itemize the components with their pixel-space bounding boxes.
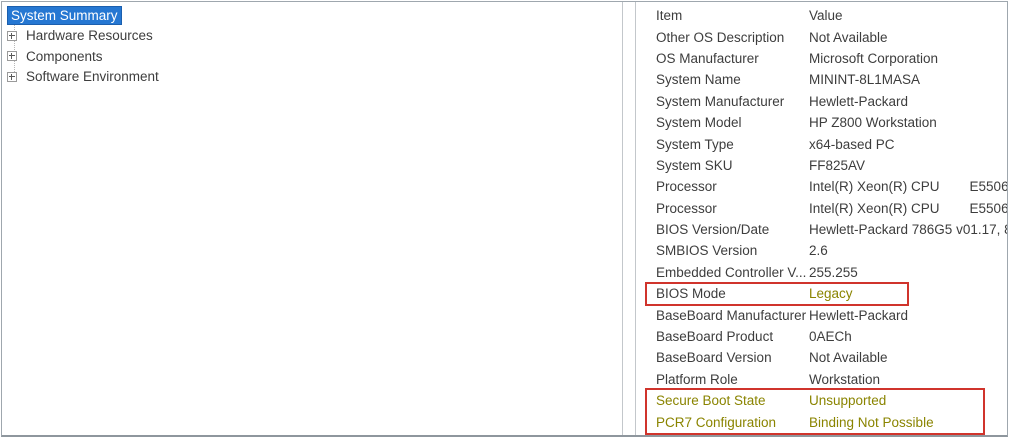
table-row-pcr7-configuration[interactable]: PCR7 Configuration Binding Not Possible [636, 411, 1007, 432]
table-row-system-type[interactable]: System Type x64-based PC [636, 133, 1007, 154]
category-tree-pane: System Summary Hardware Resources Compon… [2, 2, 623, 435]
row-value-cell: Hewlett-Packard 786G5 v01.17, 8/ [809, 222, 1008, 238]
tree-item-software-environment[interactable]: Software Environment [2, 67, 622, 88]
table-row-baseboard-product[interactable]: BaseBoard Product 0AECh [636, 326, 1007, 347]
tree-item-label: Software Environment [26, 69, 159, 85]
table-row-baseboard-manufacturer[interactable]: BaseBoard Manufacturer Hewlett-Packard [636, 304, 1007, 325]
tree-item-system-summary[interactable]: System Summary [2, 5, 622, 26]
table-row-secure-boot-state[interactable]: Secure Boot State Unsupported [636, 390, 1007, 411]
row-item-cell: Secure Boot State [656, 393, 766, 409]
details-pane: Item Value Other OS Description Not Avai… [635, 2, 1008, 435]
expand-plus-icon[interactable] [7, 51, 17, 62]
row-item-cell: BaseBoard Product [656, 329, 774, 345]
expand-plus-icon[interactable] [7, 30, 17, 41]
row-value-cell: FF825AV [809, 157, 866, 173]
row-value-cell: Intel(R) Xeon(R) CPU E5506 [809, 200, 1008, 216]
tree-item-label: Hardware Resources [26, 28, 153, 44]
row-item-cell: System Type [656, 136, 734, 152]
row-item-cell: BIOS Mode [656, 286, 726, 302]
row-item-cell: System Name [656, 72, 741, 88]
row-value-cell: Workstation [809, 371, 881, 387]
table-row-processor[interactable]: Processor Intel(R) Xeon(R) CPU E5506 [636, 176, 1008, 197]
row-value-cell: Unsupported [809, 393, 887, 409]
details-table: Item Value Other OS Description Not Avai… [636, 2, 1008, 433]
row-item-cell: BaseBoard Manufacturer [656, 307, 807, 323]
table-row-other-os-description[interactable]: Other OS Description Not Available [636, 26, 1007, 47]
table-row-embedded-controller-v[interactable]: Embedded Controller V... 255.255 [636, 262, 1007, 283]
row-item-cell: Embedded Controller V... [656, 264, 807, 280]
table-row-system-manufacturer[interactable]: System Manufacturer Hewlett-Packard [636, 91, 1007, 112]
row-value-cell: Intel(R) Xeon(R) CPU E5506 [809, 179, 1008, 195]
column-header-value[interactable]: Value [809, 8, 843, 24]
table-row-smbios-version[interactable]: SMBIOS Version 2.6 [636, 240, 1007, 261]
row-item-cell: BIOS Version/Date [656, 222, 770, 238]
row-item-cell: System SKU [656, 157, 733, 173]
table-header-row: Item Value [636, 5, 1007, 26]
row-item-cell: OS Manufacturer [656, 50, 759, 66]
row-value-cell: Binding Not Possible [809, 414, 934, 430]
row-value-cell: 255.255 [809, 264, 858, 280]
row-value-cell: HP Z800 Workstation [809, 115, 937, 131]
row-value-cell: Hewlett-Packard [809, 93, 909, 109]
row-value-cell: 0AECh [809, 329, 852, 345]
tree-item-components[interactable]: Components [2, 46, 622, 67]
table-row-bios-mode[interactable]: BIOS Mode Legacy [636, 283, 1007, 304]
row-value-cell: 2.6 [809, 243, 828, 259]
row-value-cell: Legacy [809, 286, 853, 302]
table-row-system-name[interactable]: System Name MININT-8L1MASA [636, 69, 1007, 90]
tree-item-label: System Summary [7, 5, 122, 25]
row-value-cell: Not Available [809, 29, 888, 45]
row-value-cell: MININT-8L1MASA [809, 72, 921, 88]
table-row-baseboard-version[interactable]: BaseBoard Version Not Available [636, 347, 1007, 368]
table-row-processor[interactable]: Processor Intel(R) Xeon(R) CPU E5506 [636, 198, 1008, 219]
category-tree: System Summary Hardware Resources Compon… [2, 2, 622, 87]
table-row-os-manufacturer[interactable]: OS Manufacturer Microsoft Corporation [636, 48, 1007, 69]
table-row-platform-role[interactable]: Platform Role Workstation [636, 369, 1007, 390]
row-item-cell: Processor [656, 200, 717, 216]
tree-item-label: Components [26, 48, 103, 64]
tree-item-hardware-resources[interactable]: Hardware Resources [2, 26, 622, 47]
row-value-cell: Microsoft Corporation [809, 50, 939, 66]
row-value-cell: x64-based PC [809, 136, 895, 152]
expand-plus-icon[interactable] [7, 71, 17, 82]
row-item-cell: PCR7 Configuration [656, 414, 777, 430]
table-row-bios-version-date[interactable]: BIOS Version/Date Hewlett-Packard 786G5 … [636, 219, 1008, 240]
column-header-item[interactable]: Item [656, 8, 683, 24]
table-row-system-sku[interactable]: System SKU FF825AV [636, 155, 1007, 176]
row-item-cell: BaseBoard Version [656, 350, 772, 366]
row-item-cell: Platform Role [656, 371, 738, 387]
table-row-system-model[interactable]: System Model HP Z800 Workstation [636, 112, 1007, 133]
row-item-cell: Processor [656, 179, 717, 195]
row-value-cell: Hewlett-Packard [809, 307, 909, 323]
row-item-cell: Other OS Description [656, 29, 785, 45]
row-item-cell: System Model [656, 115, 742, 131]
row-value-cell: Not Available [809, 350, 888, 366]
row-item-cell: SMBIOS Version [656, 243, 758, 259]
row-item-cell: System Manufacturer [656, 93, 785, 109]
